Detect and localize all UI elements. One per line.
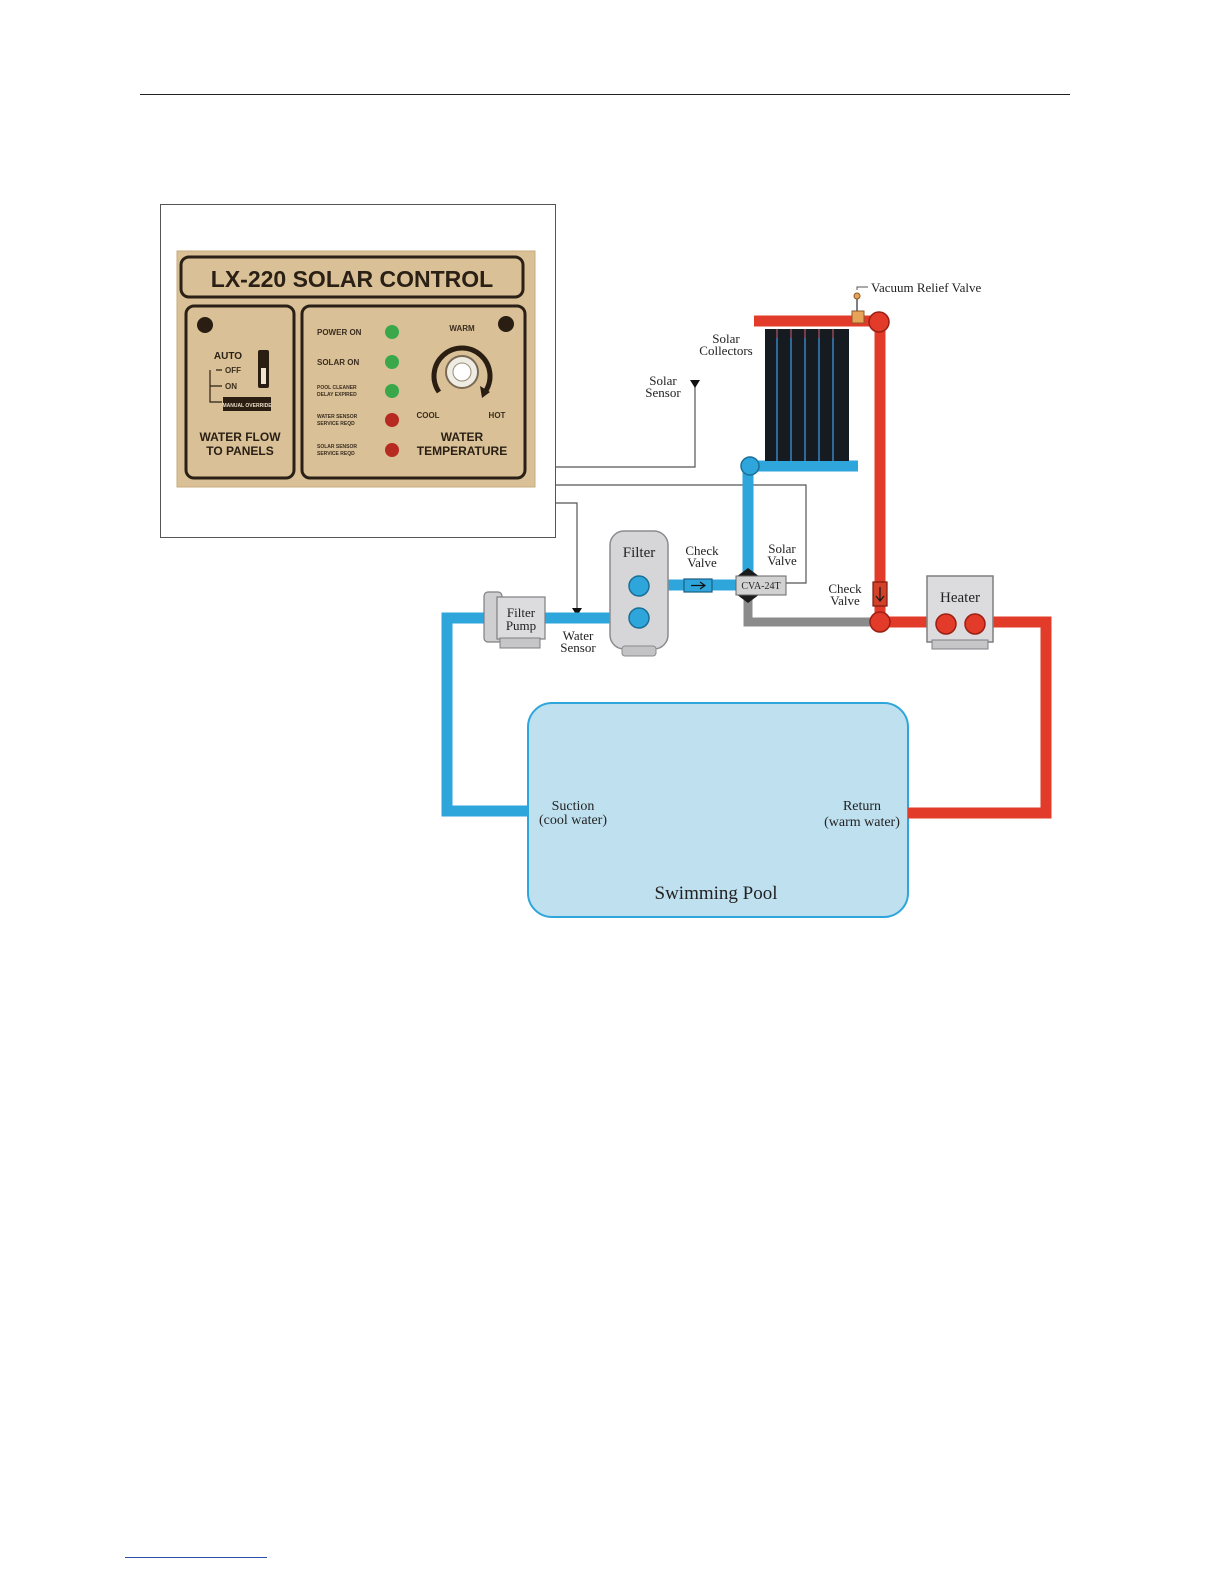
return-label-1: Return [843, 799, 881, 814]
collector-tubes [776, 329, 834, 461]
solar-valve-actuator [735, 575, 787, 596]
led-solar [385, 355, 399, 369]
supply-to-collectors-pipe [742, 460, 858, 585]
temperature-title-2: TEMPERATURE [417, 444, 507, 458]
filter-outlet [628, 575, 650, 597]
heater-body [926, 575, 994, 643]
flow-switch-lever[interactable] [261, 368, 266, 384]
signal-wires [556, 386, 807, 610]
knob-scale-arrow [480, 386, 490, 398]
led-pool-label-2: DELAY EXPIRED [317, 392, 357, 398]
mount-screw-right [498, 316, 514, 332]
led-solar-sensor-label-2: SERVICE REQD [317, 451, 355, 457]
water-sensor-label-1: Water [563, 628, 594, 643]
solar-collectors-label-1: Solar [712, 331, 740, 346]
switch-auto-label: AUTO [214, 351, 242, 362]
led-solar-sensor-label-1: SOLAR SENSOR [317, 444, 357, 450]
collector-tube-tops [776, 329, 834, 338]
solar-collectors-label-2: Collectors [699, 343, 752, 358]
heater-base [931, 639, 989, 650]
vacuum-relief-cap [853, 292, 861, 300]
switch-on-label: ON [225, 382, 237, 391]
filter-base [621, 645, 657, 657]
knob-cool-label: COOL [416, 411, 439, 420]
solar-valve-label-1: Solar [768, 541, 796, 556]
led-pool-cleaner [385, 384, 399, 398]
vacuum-relief-valve [851, 310, 865, 324]
led-water-sensor-label-2: SERVICE REQD [317, 421, 355, 427]
cva-label: CVA-24T [741, 581, 780, 592]
solar-sensor-label-2: Sensor [645, 385, 681, 400]
filter-label: Filter [623, 545, 656, 561]
wire-solar-valve [556, 484, 807, 584]
flow-title-1: WATER FLOW [199, 430, 281, 444]
led-pool-label-1: POOL CLEANER [317, 385, 357, 391]
suction-label-2: (cool water) [539, 813, 607, 828]
suction-pipe [441, 612, 528, 817]
panel-title: LX-220 SOLAR CONTROL [211, 266, 493, 292]
top-rule [140, 94, 1070, 95]
solar-collectors [765, 329, 849, 461]
check-valve-2-arrow [875, 587, 885, 603]
wire-water-sensor [556, 502, 578, 610]
wire-solar-sensor [556, 386, 696, 468]
switch-off-label: OFF [225, 366, 241, 375]
knob-scale-arc [431, 345, 493, 394]
solar-sensor-label-1: Solar [649, 373, 677, 388]
led-power-label: POWER ON [317, 328, 362, 337]
collector-inlet-elbow [740, 456, 760, 476]
solar-sensor-icon [690, 380, 700, 388]
heater-label: Heater [940, 590, 980, 606]
temperature-box [300, 304, 527, 480]
led-water-sensor [385, 413, 399, 427]
led-solar-sensor [385, 443, 399, 457]
check-valve-1-label-2: Valve [687, 555, 717, 570]
vacuum-relief-leader [856, 286, 868, 290]
check-valve-1-label-1: Check [685, 543, 719, 558]
water-sensor-icon [572, 608, 582, 616]
switch-bracket [209, 369, 222, 403]
heater-outlet [964, 613, 986, 635]
return-junction [869, 611, 891, 633]
temperature-knob-cap[interactable] [452, 362, 472, 382]
led-power [385, 325, 399, 339]
check-valve-2-label-2: Valve [830, 593, 860, 608]
pump-base [499, 637, 541, 649]
suction-label-1: Suction [552, 799, 595, 814]
filter [609, 530, 669, 657]
heater [926, 575, 994, 650]
pump-housing [496, 596, 546, 640]
led-solar-label: SOLAR ON [317, 358, 359, 367]
led-water-sensor-label-1: WATER SENSOR [317, 414, 358, 420]
solar-valve [735, 568, 787, 603]
footer-rule [125, 1557, 267, 1558]
knob-warm-label: WARM [449, 324, 475, 333]
return-label-2: (warm water) [824, 815, 900, 830]
manual-override-label: MANUAL OVERRIDE [222, 403, 272, 409]
heater-inlet [935, 613, 957, 635]
filter-pump [483, 591, 546, 649]
filter-pump-label-2: Pump [506, 618, 536, 633]
vacuum-relief-label: Vacuum Relief Valve [871, 280, 981, 295]
check-valve-2-label-1: Check [828, 581, 862, 596]
knob-hot-label: HOT [489, 411, 506, 420]
panel-title-frame [179, 255, 525, 299]
flow-title-2: TO PANELS [206, 444, 274, 458]
temperature-title-1: WATER [441, 430, 484, 444]
collector-panel [765, 329, 849, 461]
flow-box [184, 304, 296, 480]
collector-outlet-elbow [868, 311, 890, 333]
filter-pump-label-1: Filter [507, 605, 536, 620]
pool-label: Swimming Pool [655, 883, 778, 904]
water-sensor-label-2: Sensor [560, 640, 596, 655]
manual-override-badge [223, 397, 271, 411]
solar-valve-label-2: Valve [767, 553, 797, 568]
check-valve-1-arrow [691, 581, 707, 590]
control-panel: LX-220 SOLAR CONTROL AUTO OFF ON MANUAL … [176, 250, 536, 488]
mount-screw-left [197, 317, 213, 333]
filter-inlet [628, 607, 650, 629]
